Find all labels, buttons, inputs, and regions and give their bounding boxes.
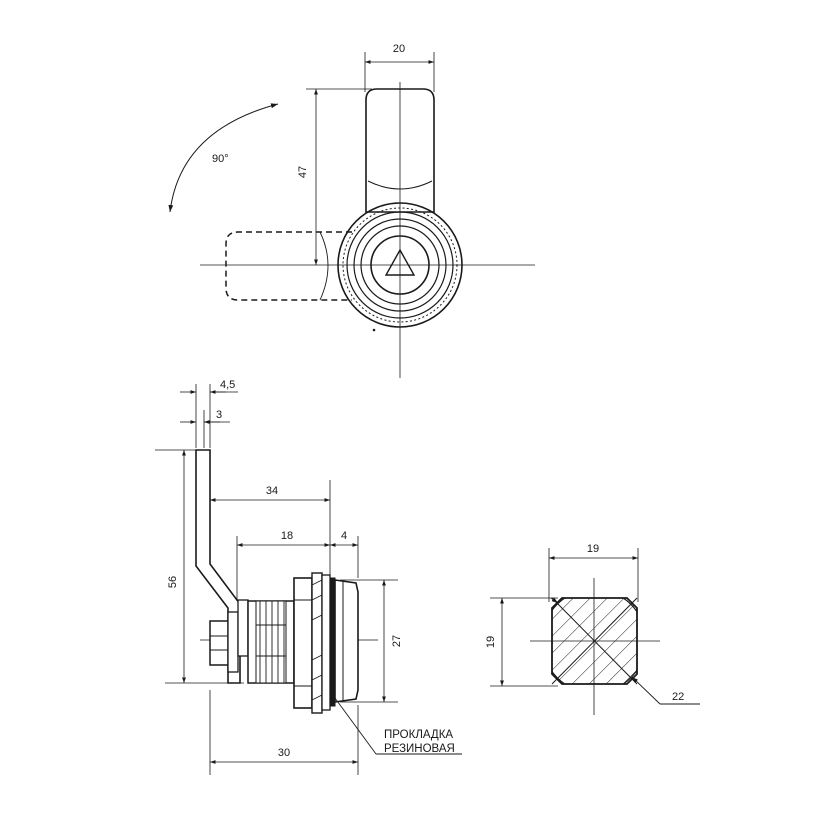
dim-30-label: 30 [278, 747, 290, 759]
dim-27-label: 27 [391, 635, 403, 647]
dim-3-label: 3 [216, 409, 222, 421]
gasket-label-line1: ПРОКЛАДКА [384, 729, 453, 741]
dim-4-label: 4 [341, 530, 347, 542]
section-view [490, 548, 700, 715]
top-height-dim: 47 [297, 166, 309, 178]
top-width-dim: 20 [393, 43, 405, 55]
rotation-angle-label: 90° [212, 153, 229, 165]
dim-4-5-label: 4,5 [220, 379, 235, 391]
section-width-dim: 19 [587, 543, 599, 555]
top-view [168, 52, 535, 378]
dim-34-label: 34 [266, 485, 278, 497]
dim-18-label: 18 [281, 530, 293, 542]
gasket-label-line2: РЕЗИНОВАЯ [384, 743, 455, 755]
side-view [155, 384, 462, 775]
section-height-dim: 19 [485, 636, 497, 648]
dim-56-label: 56 [167, 576, 179, 588]
section-diag-dim: 22 [672, 691, 684, 703]
